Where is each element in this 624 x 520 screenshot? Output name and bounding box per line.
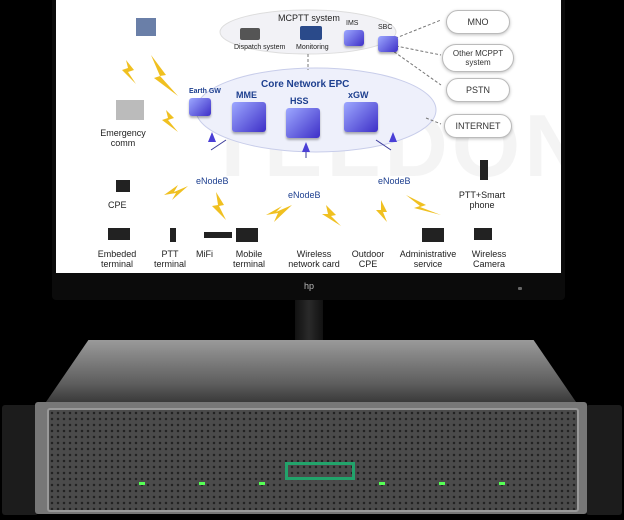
- hss-cube-icon: [286, 108, 320, 138]
- outdoor-cpe-label: Outdoor CPE: [351, 249, 385, 269]
- mme-label: MME: [236, 90, 257, 100]
- wireless-network-card-label: Wireless network card: [288, 249, 340, 269]
- mobile-terminal-label: Mobile terminal: [232, 249, 265, 269]
- ims-label: IMS: [346, 20, 359, 27]
- wireless-camera-label: Wireless Camera: [471, 249, 507, 269]
- mno-cloud: MNO: [446, 10, 510, 34]
- server-top-lid: [46, 340, 576, 402]
- pstn-cloud: PSTN: [446, 78, 510, 102]
- server-right-ear: [586, 405, 622, 515]
- administrative-service-label: Administrative service: [399, 249, 457, 269]
- hpe-logo-icon: [285, 462, 355, 480]
- dispatch-icon: [240, 28, 260, 40]
- sbc-label: SBC: [378, 24, 393, 31]
- status-led-icon: [139, 482, 145, 485]
- hp-logo: hp: [303, 281, 314, 291]
- earth-gw-label: Earth GW: [189, 88, 221, 95]
- status-led-icon: [199, 482, 205, 485]
- server-left-ear: [2, 405, 38, 515]
- internet-cloud: INTERNET: [444, 114, 512, 138]
- core-network-title: Core Network EPC: [261, 79, 350, 90]
- ptt-smartphone-label: PTT+Smart phone: [458, 190, 506, 210]
- monitoring-icon: [300, 26, 322, 40]
- power-indicator: [518, 287, 522, 290]
- mifi-label: MiFi: [196, 249, 213, 259]
- embeded-terminal-label: Embeded terminal: [97, 249, 137, 269]
- server-bezel: [47, 408, 579, 512]
- enodeb-right-label: eNodeB: [378, 176, 411, 186]
- status-led-icon: [439, 482, 445, 485]
- monitor-screen: TELDON: [56, 0, 561, 273]
- rack-server: [0, 340, 624, 520]
- enodeb-center-label: eNodeB: [288, 190, 321, 200]
- ims-cube-icon: [344, 30, 364, 46]
- monitoring-label: Monitoring: [296, 44, 329, 51]
- emergency-comm-label: Emergency comm: [100, 128, 146, 148]
- sbc-cube-icon: [378, 36, 398, 52]
- monitor: TELDON: [52, 0, 565, 300]
- hss-label: HSS: [290, 96, 309, 106]
- cpe-label: CPE: [108, 200, 127, 210]
- dispatch-label: Dispatch system: [234, 44, 286, 51]
- status-led-icon: [379, 482, 385, 485]
- mcptt-title: MCPTT system: [278, 13, 340, 23]
- status-led-icon: [499, 482, 505, 485]
- xgw-cube-icon: [344, 102, 378, 132]
- earth-gw-cube-icon: [189, 98, 211, 116]
- xgw-label: xGW: [348, 90, 369, 100]
- enodeb-left-label: eNodeB: [196, 176, 229, 186]
- ptt-terminal-label: PTT terminal: [153, 249, 186, 269]
- status-led-icon: [259, 482, 265, 485]
- mme-cube-icon: [232, 102, 266, 132]
- server-front-panel: [35, 402, 587, 514]
- other-mcppt-cloud: Other MCPPT system: [442, 44, 514, 72]
